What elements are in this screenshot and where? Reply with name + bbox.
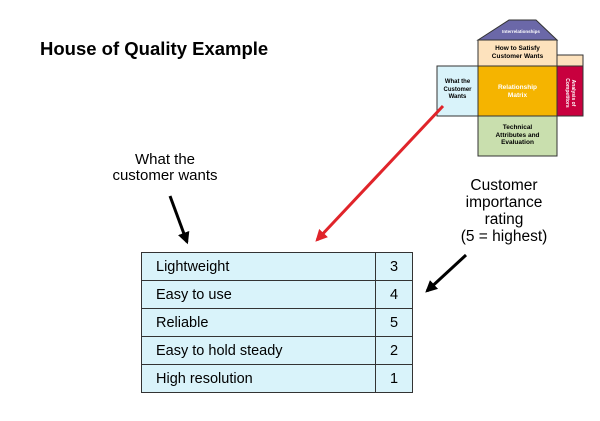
customer-wants-annotation: What the customer wants [112,151,218,184]
hoq-competitors-box [556,65,584,117]
rating-cell: 3 [375,252,413,281]
page-title: House of Quality Example [40,38,269,59]
rating-cell: 2 [375,336,413,365]
wants-arrow [168,195,190,245]
table-row: Easy to hold steady 2 [141,336,413,365]
rating-arrow [425,253,468,293]
hoq-roof-label: Interrelationships [502,29,540,34]
table-row: Reliable 5 [141,308,413,337]
table-row: Easy to use 4 [141,280,413,309]
hoq-technical-label: Technical Attributes and Evaluation [495,124,540,146]
table-row: Lightweight 3 [141,252,413,281]
rating-cell: 5 [375,308,413,337]
customer-wants-table: Lightweight 3 Easy to use 4 Reliable 5 E… [141,252,413,393]
importance-rating-annotation: Customer importance rating (5 = highest) [460,177,548,245]
hoq-matrix-label: Relationship Matrix [497,84,537,99]
hoq-how-label: How to Satisfy Customer Wants [491,45,544,60]
hoq-technical-box [477,115,558,157]
need-cell: High resolution [141,364,376,393]
need-cell: Easy to hold steady [141,336,376,365]
rating-cell: 1 [375,364,413,393]
hoq-matrix-box [477,65,558,117]
red-pointer-arrow [315,104,445,242]
table-row: High resolution 1 [141,364,413,393]
hoq-how-box [477,39,558,67]
need-cell: Easy to use [141,280,376,309]
need-cell: Reliable [141,308,376,337]
rating-cell: 4 [375,280,413,309]
need-cell: Lightweight [141,252,376,281]
hoq-what-label: What the Customer Wants [443,79,472,100]
